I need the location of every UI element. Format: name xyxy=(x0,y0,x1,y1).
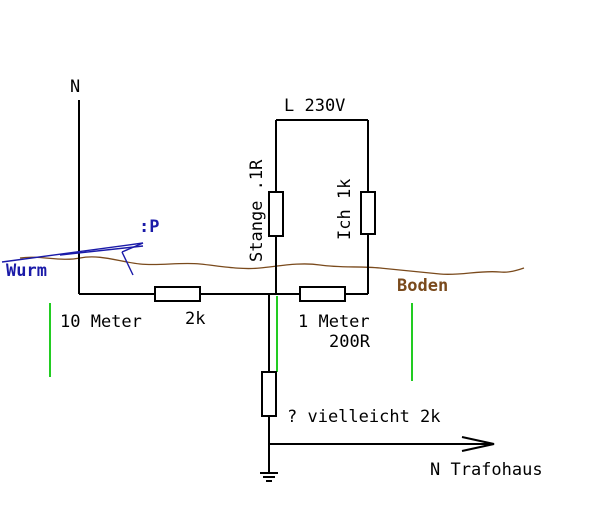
label-ich: Ich 1k xyxy=(335,179,355,240)
resistor-earth xyxy=(261,371,277,417)
label-n-top: N xyxy=(70,77,80,97)
label-two-k: 2k xyxy=(185,309,205,329)
label-vielleicht: ? vielleicht 2k xyxy=(287,407,441,427)
resistor-10m-2k xyxy=(154,286,201,302)
label-smiley: :P xyxy=(139,217,159,237)
earth-symbol-icon xyxy=(260,472,278,482)
label-two-hundred-r: 200R xyxy=(329,332,371,352)
resistor-ich xyxy=(360,191,376,235)
label-one-meter: 1 Meter xyxy=(298,312,370,332)
label-n-trafohaus: N Trafohaus xyxy=(430,460,543,480)
ground-surface-line xyxy=(19,256,525,276)
label-boden: Boden xyxy=(397,276,448,296)
worm-sketch xyxy=(1,242,144,276)
label-wurm: Wurm xyxy=(6,261,47,281)
resistor-1m-200r xyxy=(299,286,346,302)
label-stange: Stange .1R xyxy=(247,159,267,262)
label-l-supply: L 230V xyxy=(284,96,345,116)
arrow-head-icon xyxy=(461,436,495,452)
label-ten-meter: 10 Meter xyxy=(60,312,142,332)
resistor-stange xyxy=(268,191,284,237)
